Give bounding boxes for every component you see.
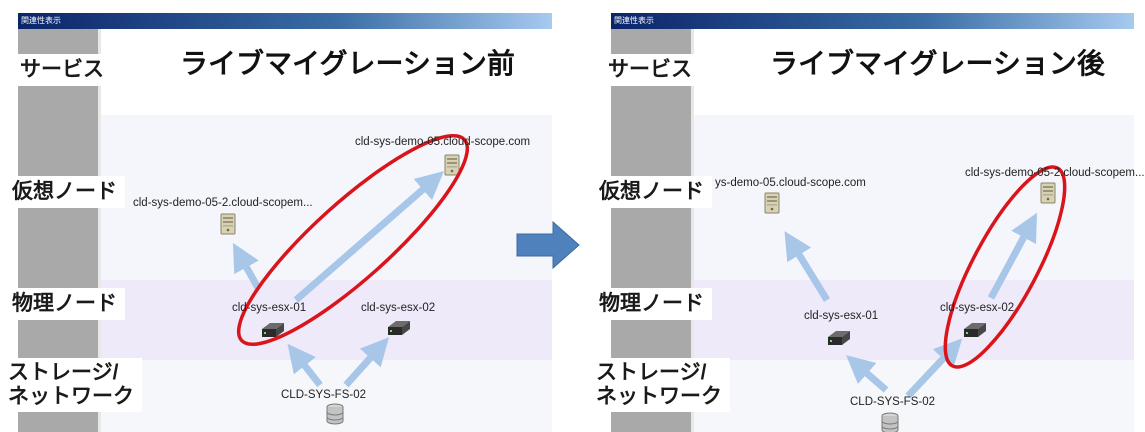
database-icon [326, 403, 344, 425]
arrow-esx01-to-vm052 [232, 242, 262, 290]
storage-layer-label: ストレージ/ ネットワーク [0, 358, 142, 412]
service-layer-label: サービス [600, 54, 700, 86]
storage-label-line1: ストレージ/ [8, 361, 119, 384]
esx-label-01: cld-sys-esx-01 [804, 310, 879, 322]
esx-label-02: cld-sys-esx-02 [940, 302, 1015, 314]
switch-icon [388, 321, 410, 335]
vm-label-demo-05: cld-sys-demo-05.cloud-scope.com [355, 136, 531, 148]
arrow-fs-to-esx02 [905, 338, 963, 399]
server-icon [444, 154, 460, 176]
switch-icon [964, 323, 986, 337]
service-layer-label: サービス [12, 54, 112, 86]
fs-label: CLD-SYS-FS-02 [850, 396, 935, 408]
service-band [101, 29, 552, 115]
vm-label-demo-05-2: cld-sys-demo-05-2.cloud-scopem... [133, 197, 313, 209]
sidebar-edge [98, 29, 101, 432]
storage-label-line1: ストレージ/ [596, 361, 707, 384]
arrow-esx01-to-vm05 [784, 231, 830, 302]
transition-arrow [516, 220, 580, 270]
server-icon [1040, 182, 1056, 204]
database-icon [881, 412, 899, 432]
arrow-esx01-to-vm05 [293, 171, 444, 303]
arrow-fs-to-esx02 [343, 337, 390, 388]
arrow-fs-to-esx01 [287, 343, 323, 388]
arrow-fs-to-esx01 [846, 355, 889, 393]
after-title: ライブマイグレーション後 [770, 48, 1105, 79]
physical-node-band [101, 280, 552, 360]
virtual-layer-label: 仮想ノード [591, 176, 712, 208]
right-arrow-icon [516, 220, 580, 270]
virtual-node-band [101, 115, 552, 280]
switch-icon [828, 331, 850, 345]
after-panel: 関連性表示 ライブマイグレーション後 サービス 仮想ノード 物理ノード ストレー… [582, 0, 1145, 432]
fs-label: CLD-SYS-FS-02 [281, 389, 366, 401]
arrow-esx02-to-vm052 [987, 212, 1037, 300]
service-band [694, 29, 1134, 115]
sidebar-edge [691, 29, 694, 432]
window-titlebar: 関連性表示 [18, 13, 552, 29]
storage-band [694, 360, 1134, 432]
before-diagram [220, 133, 470, 425]
storage-label-line2: ネットワーク [8, 385, 134, 408]
before-title: ライブマイグレーション前 [180, 48, 515, 79]
vm-label-demo-05-2: cld-sys-demo-05-2.cloud-scopem... [965, 167, 1145, 179]
migration-highlight-ellipse [236, 133, 470, 347]
window-titlebar: 関連性表示 [611, 13, 1134, 29]
physical-node-band [694, 280, 1134, 360]
server-icon [764, 192, 780, 214]
vm-label-demo-05: ys-demo-05.cloud-scope.com [715, 177, 866, 189]
after-diagram [764, 165, 1067, 432]
physical-layer-label: 物理ノード [4, 288, 125, 320]
server-icon [220, 213, 236, 235]
storage-label-line2: ネットワーク [596, 385, 722, 408]
storage-layer-label: ストレージ/ ネットワーク [588, 358, 730, 412]
migration-highlight-ellipse [943, 165, 1067, 369]
esx-label-02: cld-sys-esx-02 [361, 302, 436, 314]
virtual-layer-label: 仮想ノード [4, 176, 125, 208]
before-panel: 関連性表示 ライブマイグレーション前 サービス 仮想ノード 物理ノード ストレー… [0, 0, 552, 432]
esx-label-01: cld-sys-esx-01 [232, 302, 307, 314]
physical-layer-label: 物理ノード [591, 288, 712, 320]
